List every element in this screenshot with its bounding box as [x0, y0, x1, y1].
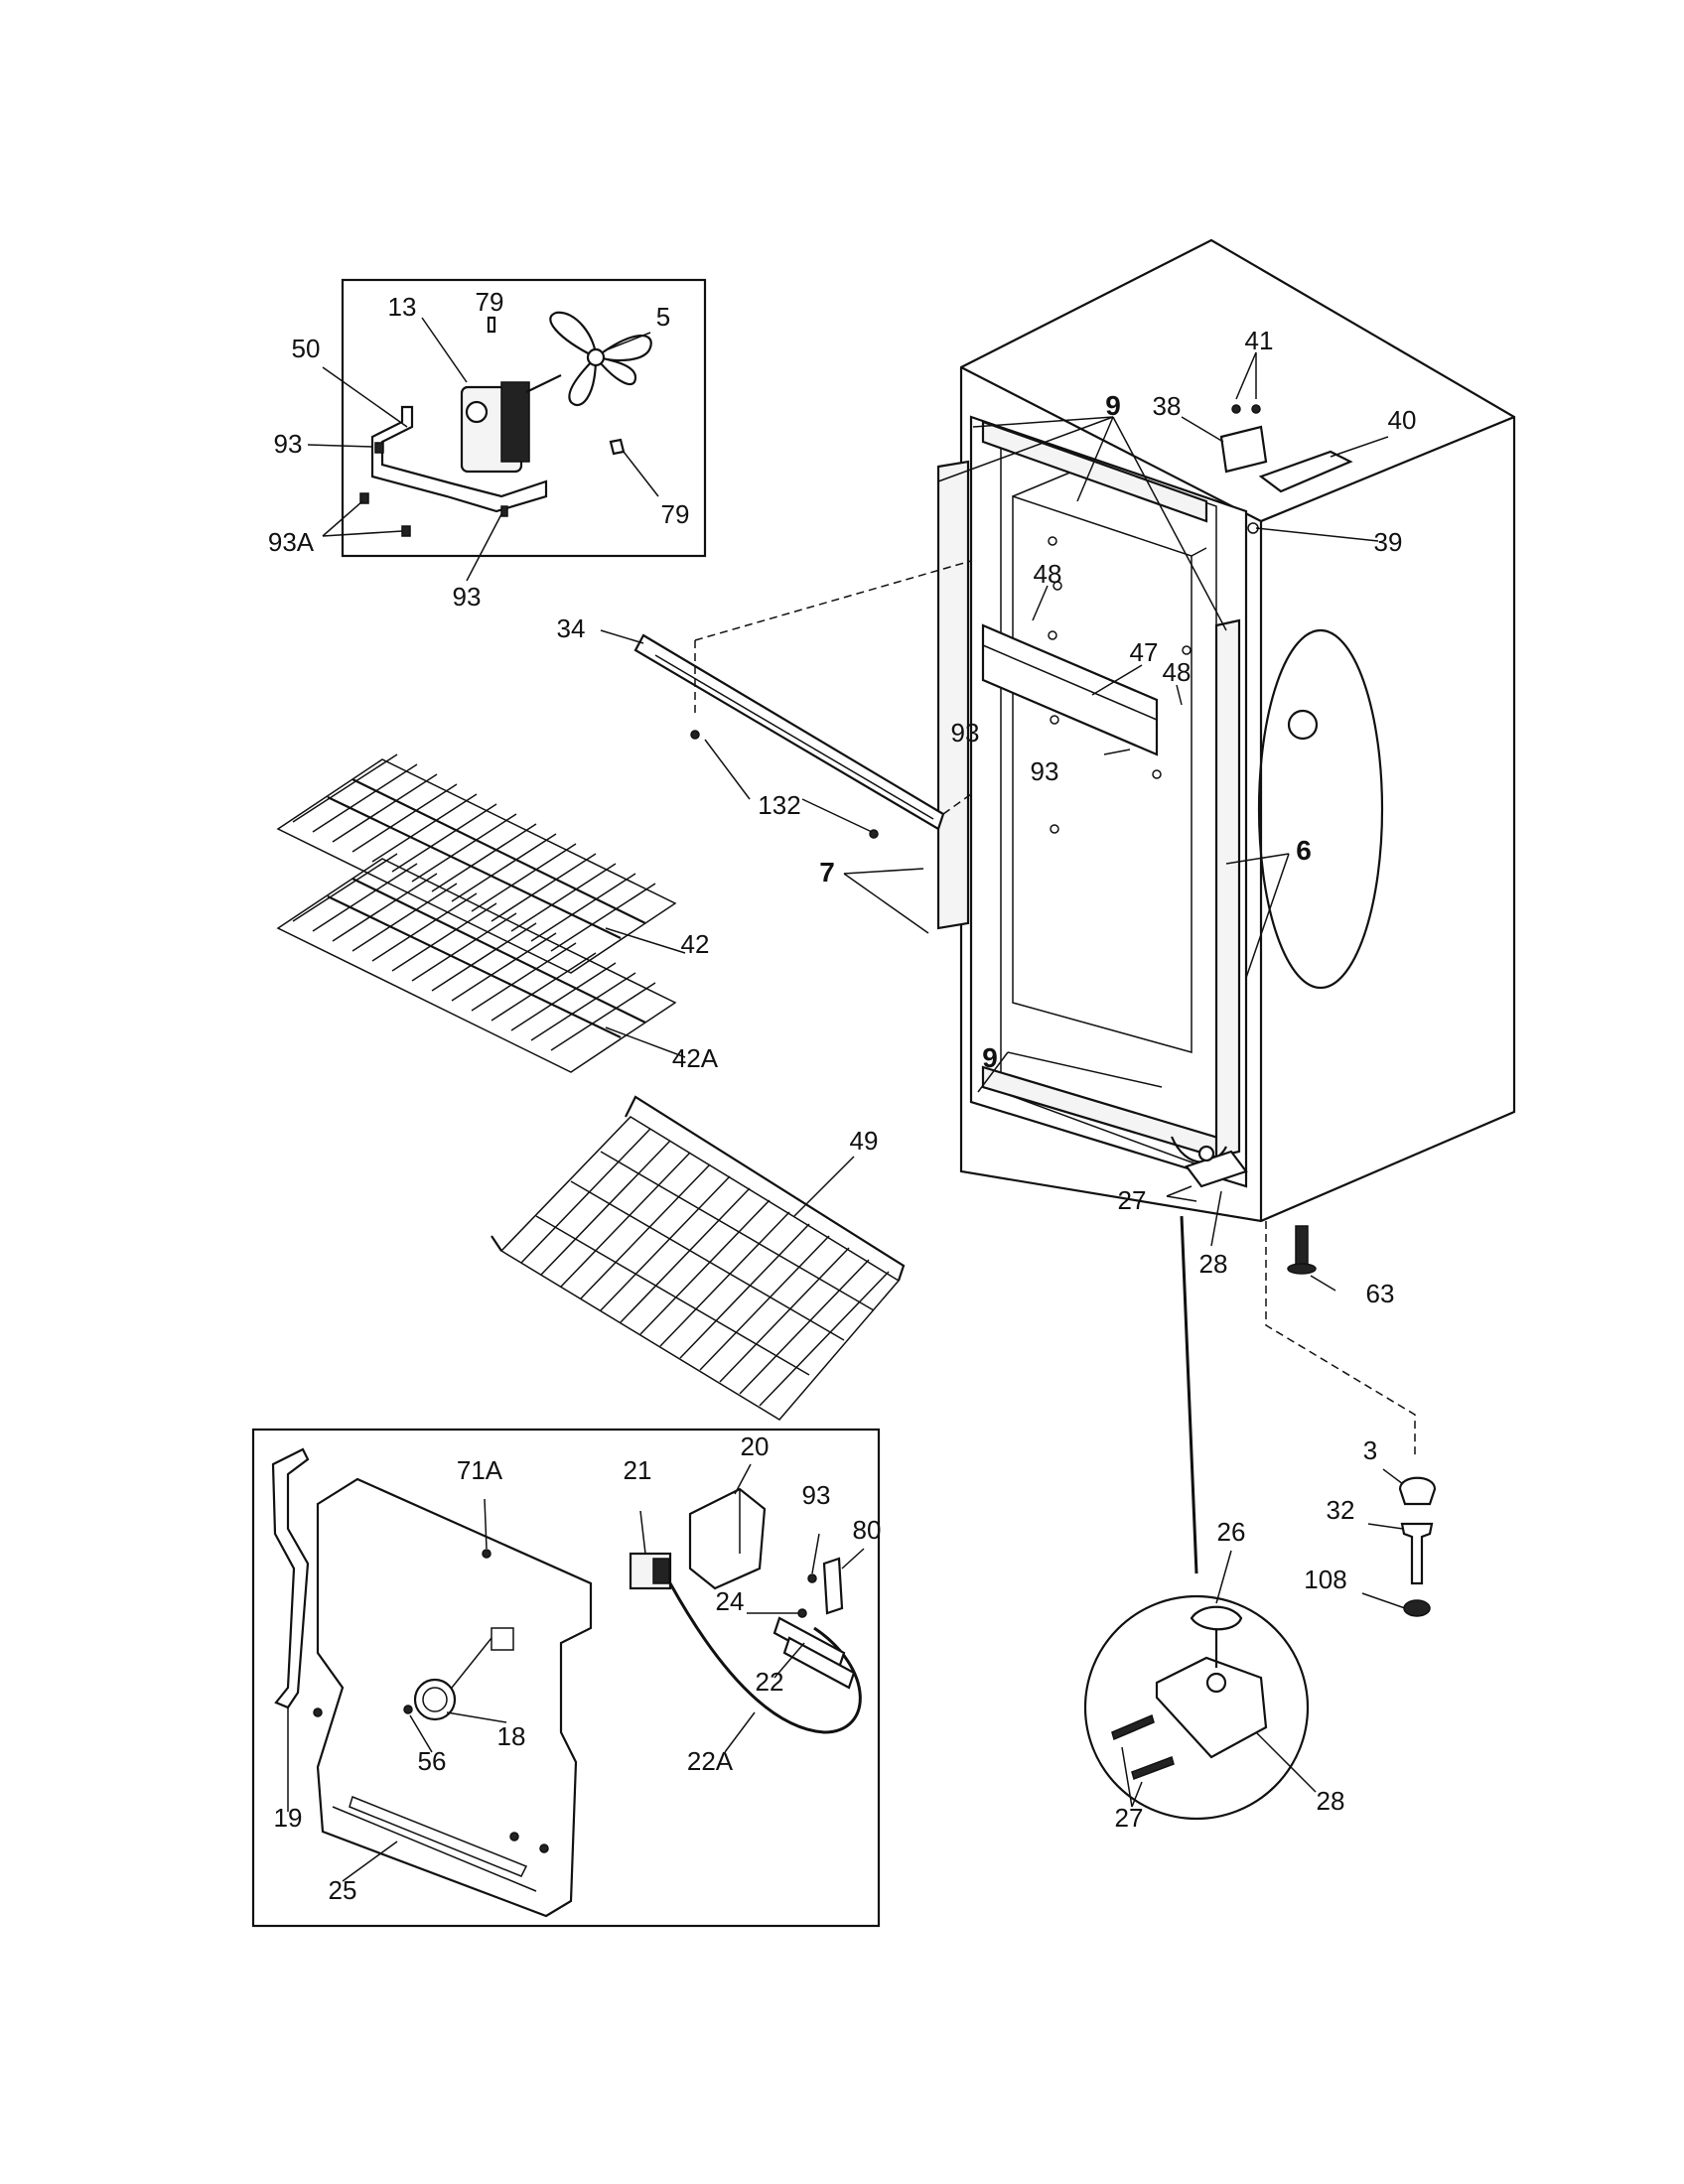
label-56: 56: [418, 1746, 447, 1776]
wire-shelf-42: [276, 753, 686, 974]
label-48-right: 48: [1163, 657, 1192, 687]
label-80: 80: [853, 1515, 882, 1545]
leveling-parts: [1361, 1468, 1437, 1617]
hinge-screw-a: [1111, 1713, 1155, 1741]
gasket-top: [981, 420, 1208, 523]
label-63: 63: [1366, 1279, 1395, 1308]
label-93-left: 93: [274, 429, 303, 459]
hinge-cap: [1190, 1605, 1243, 1631]
leveling-screw: [1400, 1522, 1434, 1585]
label-3: 3: [1363, 1435, 1377, 1465]
shelf-bracket: [600, 560, 972, 839]
hinge-cover: [1258, 450, 1353, 493]
screw-93A-b: [401, 525, 411, 537]
label-25: 25: [329, 1875, 357, 1905]
label-93A: 93A: [268, 527, 315, 557]
label-26: 26: [1217, 1517, 1246, 1547]
label-50: 50: [292, 334, 321, 363]
top-hinge: [1219, 425, 1268, 474]
label-79-right: 79: [661, 499, 690, 529]
label-34: 34: [557, 614, 586, 643]
screw-93A-a: [359, 492, 369, 504]
screw-79-right: [609, 438, 626, 456]
label-13: 13: [388, 292, 417, 322]
label-22A: 22A: [687, 1746, 734, 1776]
label-79-top: 79: [476, 287, 504, 317]
label-93-cab: 93: [951, 718, 980, 748]
gasket-left: [936, 460, 970, 930]
fan-motor-inset: [307, 278, 707, 582]
shelf-rail: [981, 623, 1159, 756]
label-49: 49: [850, 1126, 879, 1156]
part-labels: 13 79 5 50 93 79 93A 93 41 9 38 40 39 48…: [268, 287, 1417, 1905]
label-21: 21: [624, 1455, 652, 1485]
trim-strip: [271, 1447, 310, 1709]
label-47: 47: [1130, 637, 1159, 667]
leveling-leg: [1295, 1225, 1309, 1267]
label-6: 6: [1296, 835, 1312, 866]
motor-bracket: [370, 405, 548, 513]
control-panel-inset: [251, 1428, 881, 1928]
screw-79-top: [487, 316, 496, 334]
gasket-right: [1214, 618, 1241, 1159]
wire-basket: [491, 1095, 906, 1421]
label-39: 39: [1374, 527, 1403, 557]
leveling-nut: [1403, 1599, 1431, 1617]
thermostat-knob: [413, 1678, 457, 1721]
label-38: 38: [1153, 391, 1182, 421]
label-32: 32: [1327, 1495, 1355, 1525]
label-9-bottom: 9: [982, 1042, 998, 1073]
label-132: 132: [758, 790, 800, 820]
bottom-hinge: [1185, 1150, 1248, 1188]
leg-cap: [1398, 1476, 1437, 1506]
screw-93-left: [374, 442, 384, 454]
label-20: 20: [741, 1432, 770, 1461]
motor-coil: [500, 381, 530, 463]
label-24: 24: [716, 1586, 745, 1616]
label-40: 40: [1388, 405, 1417, 435]
label-27-detail: 27: [1115, 1803, 1144, 1833]
label-48-top: 48: [1034, 559, 1062, 589]
mounting-bracket: [822, 1557, 844, 1615]
thermostat-cover: [688, 1487, 767, 1590]
wire-shelf-42A: [276, 853, 686, 1073]
label-7: 7: [819, 857, 835, 887]
fan-blade: [549, 311, 652, 407]
label-5: 5: [656, 302, 670, 332]
hinge-detail: [1083, 1550, 1317, 1821]
label-9-top: 9: [1105, 390, 1121, 421]
label-41: 41: [1245, 326, 1274, 355]
label-19: 19: [274, 1803, 303, 1833]
label-18: 18: [497, 1721, 526, 1751]
label-22: 22: [756, 1667, 784, 1697]
label-93-bottom: 93: [453, 582, 482, 612]
label-93-panel: 93: [802, 1480, 831, 1510]
label-42A: 42A: [672, 1043, 719, 1073]
hinge-screw-b: [1131, 1756, 1175, 1780]
label-42: 42: [681, 929, 710, 959]
label-93-cab-lower: 93: [1031, 756, 1059, 786]
label-108: 108: [1304, 1565, 1346, 1594]
label-71A: 71A: [457, 1455, 503, 1485]
label-27-cab: 27: [1118, 1185, 1147, 1215]
label-28-cab: 28: [1199, 1249, 1228, 1279]
label-28-detail: 28: [1317, 1786, 1345, 1816]
freezer-cabinet: [843, 238, 1516, 1574]
screw-93-bottom: [500, 505, 508, 517]
